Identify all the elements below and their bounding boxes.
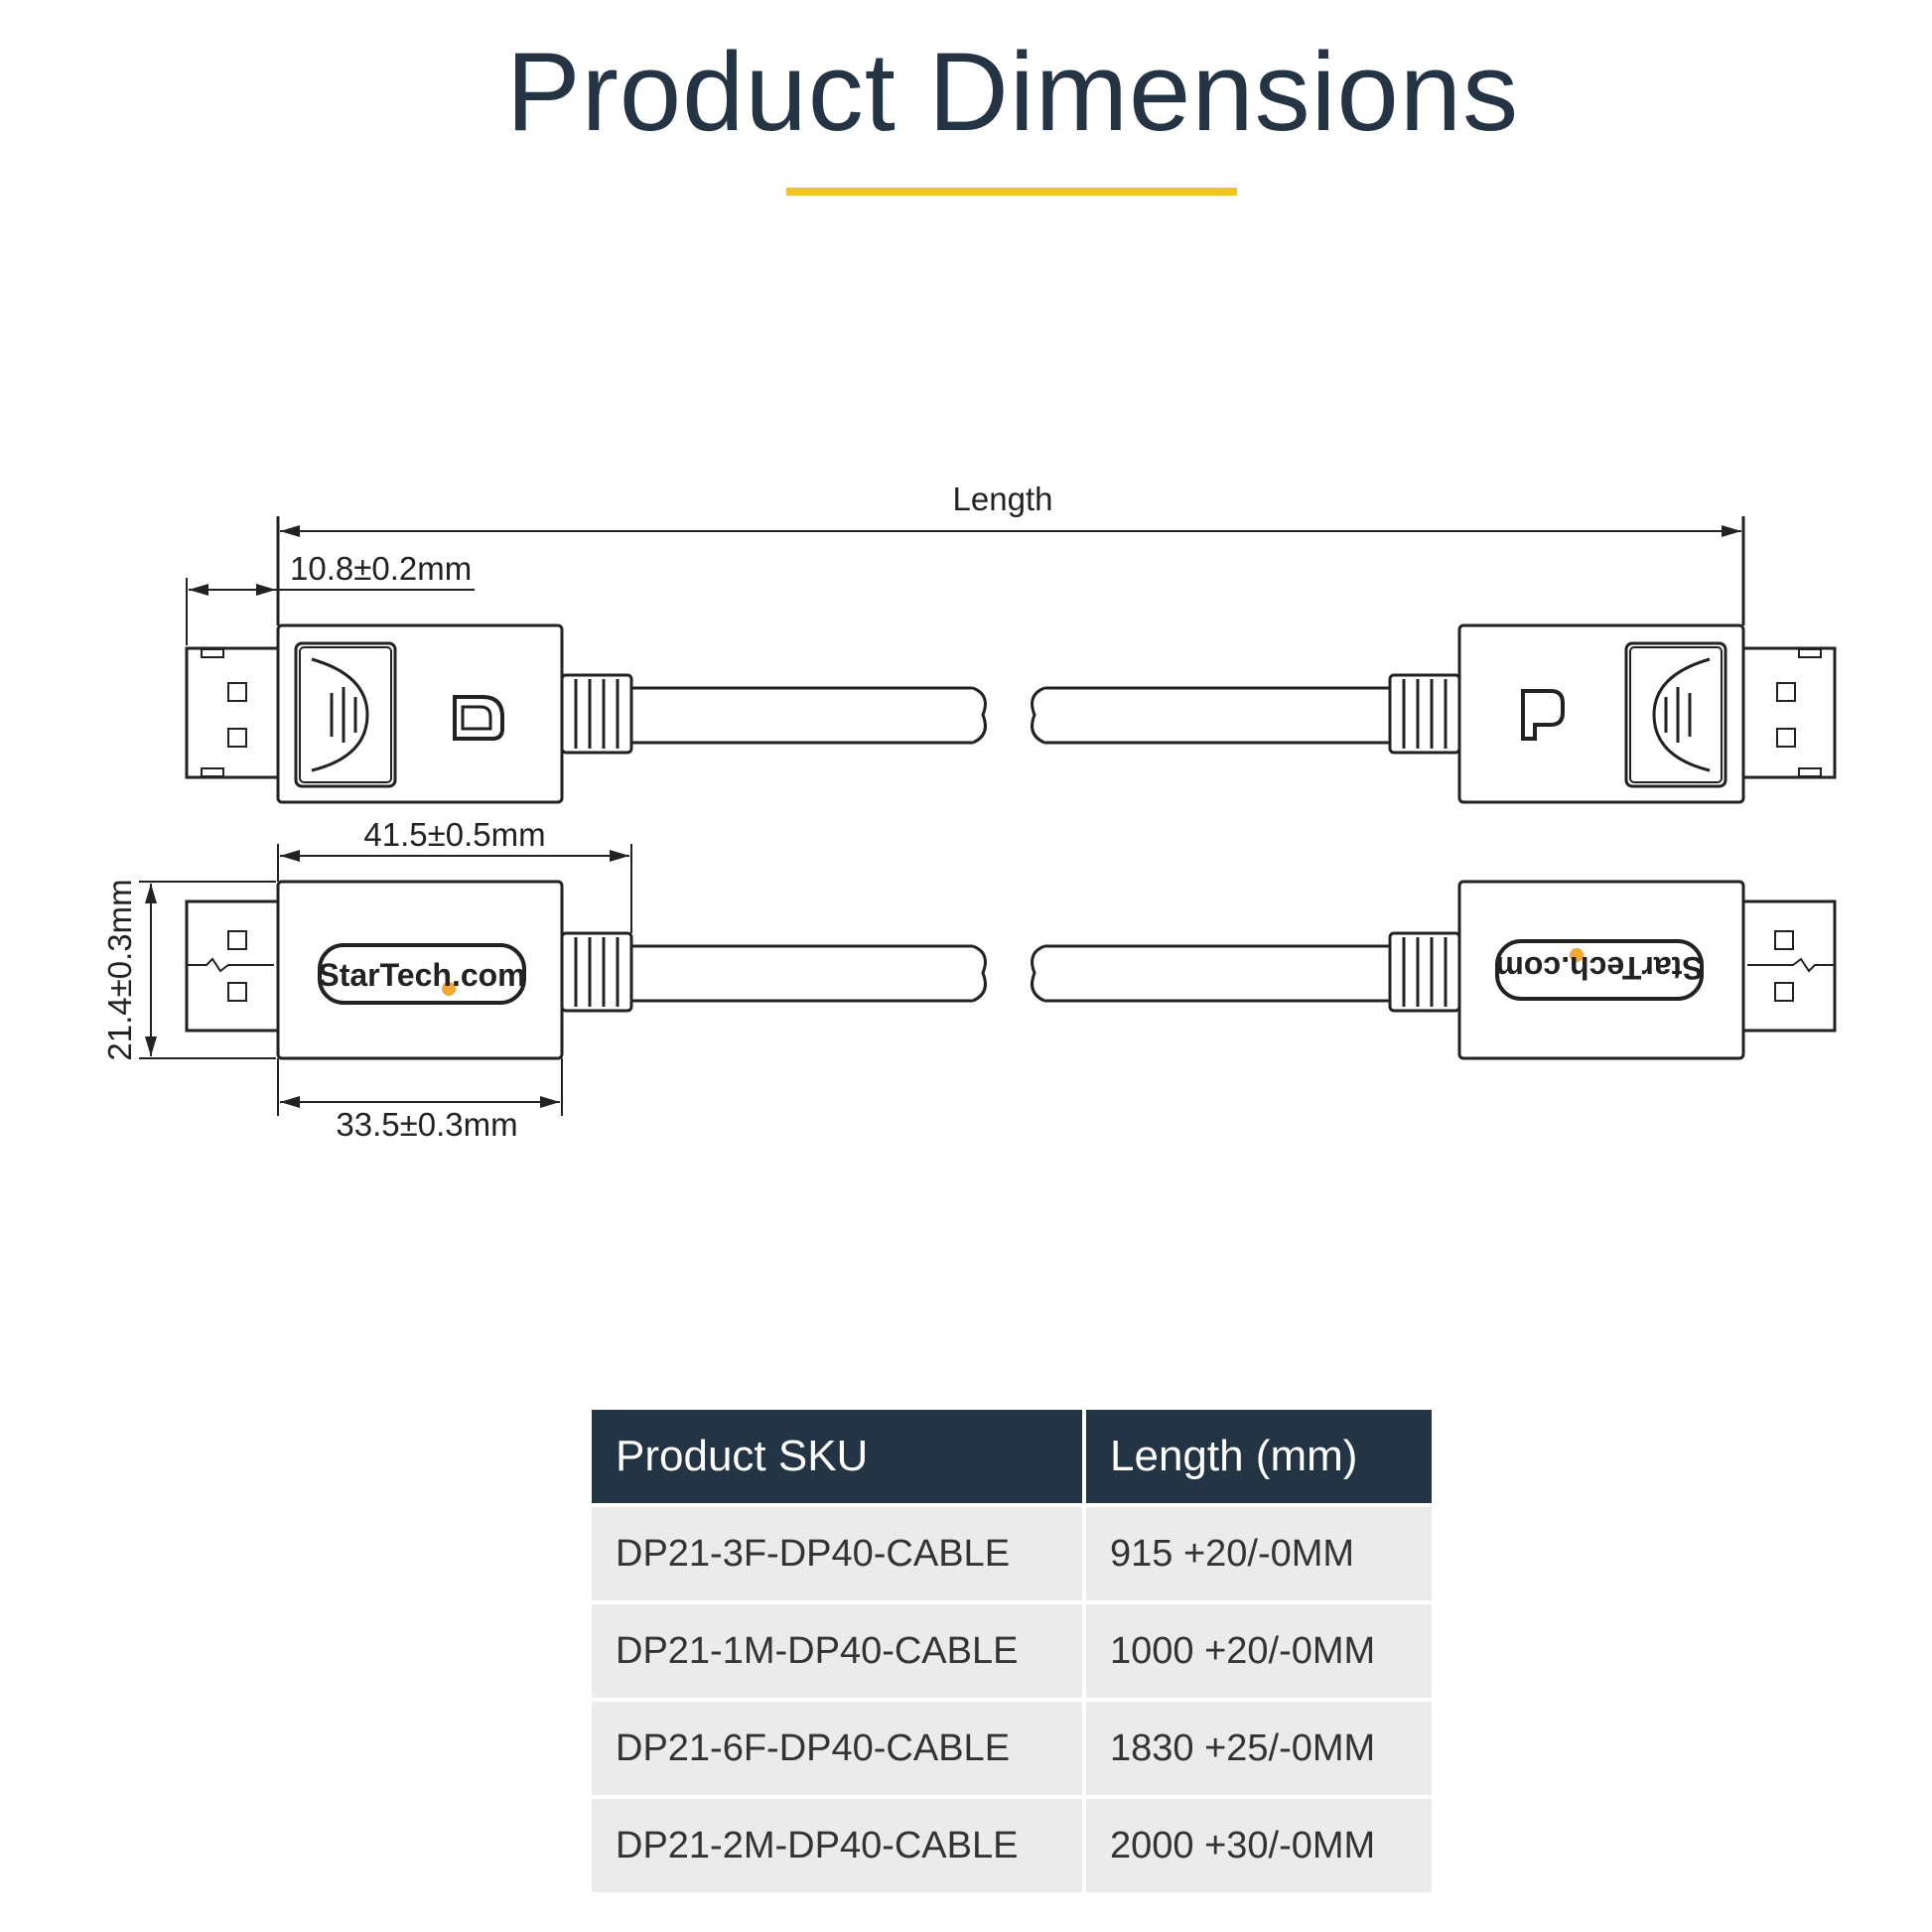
cable-dimension-drawing: Length 10.8±0.2mm 41.5±0.5mm 21.4±0.3mm … <box>101 481 1837 1143</box>
sku-cell: DP21-1M-DP40-CABLE <box>592 1604 1082 1698</box>
brand-dot-right <box>1570 948 1584 962</box>
tip-width-label: 10.8±0.2mm <box>290 550 472 587</box>
connector-top-right <box>1388 623 1837 804</box>
connector-top-left <box>185 623 633 804</box>
brand-logo-left: StarTech.com <box>318 957 525 993</box>
title-accent-bar <box>786 188 1237 196</box>
brand-dot-left <box>442 982 456 996</box>
sku-cell: DP21-2M-DP40-CABLE <box>592 1799 1082 1892</box>
sku-length-table: Product SKU Length (mm) DP21-3F-DP40-CAB… <box>588 1406 1436 1896</box>
housing-length-label: 33.5±0.3mm <box>336 1106 517 1143</box>
sku-cell: DP21-3F-DP40-CABLE <box>592 1507 1082 1600</box>
length-cell: 1830 +25/-0MM <box>1086 1702 1432 1795</box>
header-length: Length (mm) <box>1086 1410 1432 1503</box>
brand-logo-right: StarTech.com <box>1495 950 1703 986</box>
length-label: Length <box>953 481 1053 517</box>
length-cell: 915 +20/-0MM <box>1086 1507 1432 1600</box>
table-row: DP21-6F-DP40-CABLE 1830 +25/-0MM <box>592 1702 1432 1795</box>
length-cell: 2000 +30/-0MM <box>1086 1799 1432 1892</box>
table-header-row: Product SKU Length (mm) <box>592 1410 1432 1503</box>
connector-bottom-right <box>1388 880 1837 1060</box>
table-row: DP21-2M-DP40-CABLE 2000 +30/-0MM <box>592 1799 1432 1892</box>
table-row: DP21-1M-DP40-CABLE 1000 +20/-0MM <box>592 1604 1432 1698</box>
overall-connector-label: 41.5±0.5mm <box>363 816 545 853</box>
table-row: DP21-3F-DP40-CABLE 915 +20/-0MM <box>592 1507 1432 1600</box>
page-title: Product Dimensions <box>505 30 1520 154</box>
length-cell: 1000 +20/-0MM <box>1086 1604 1432 1698</box>
height-label: 21.4±0.3mm <box>101 879 138 1060</box>
sku-cell: DP21-6F-DP40-CABLE <box>592 1702 1082 1795</box>
connector-bottom-left <box>185 880 633 1060</box>
header-product-sku: Product SKU <box>592 1410 1082 1503</box>
